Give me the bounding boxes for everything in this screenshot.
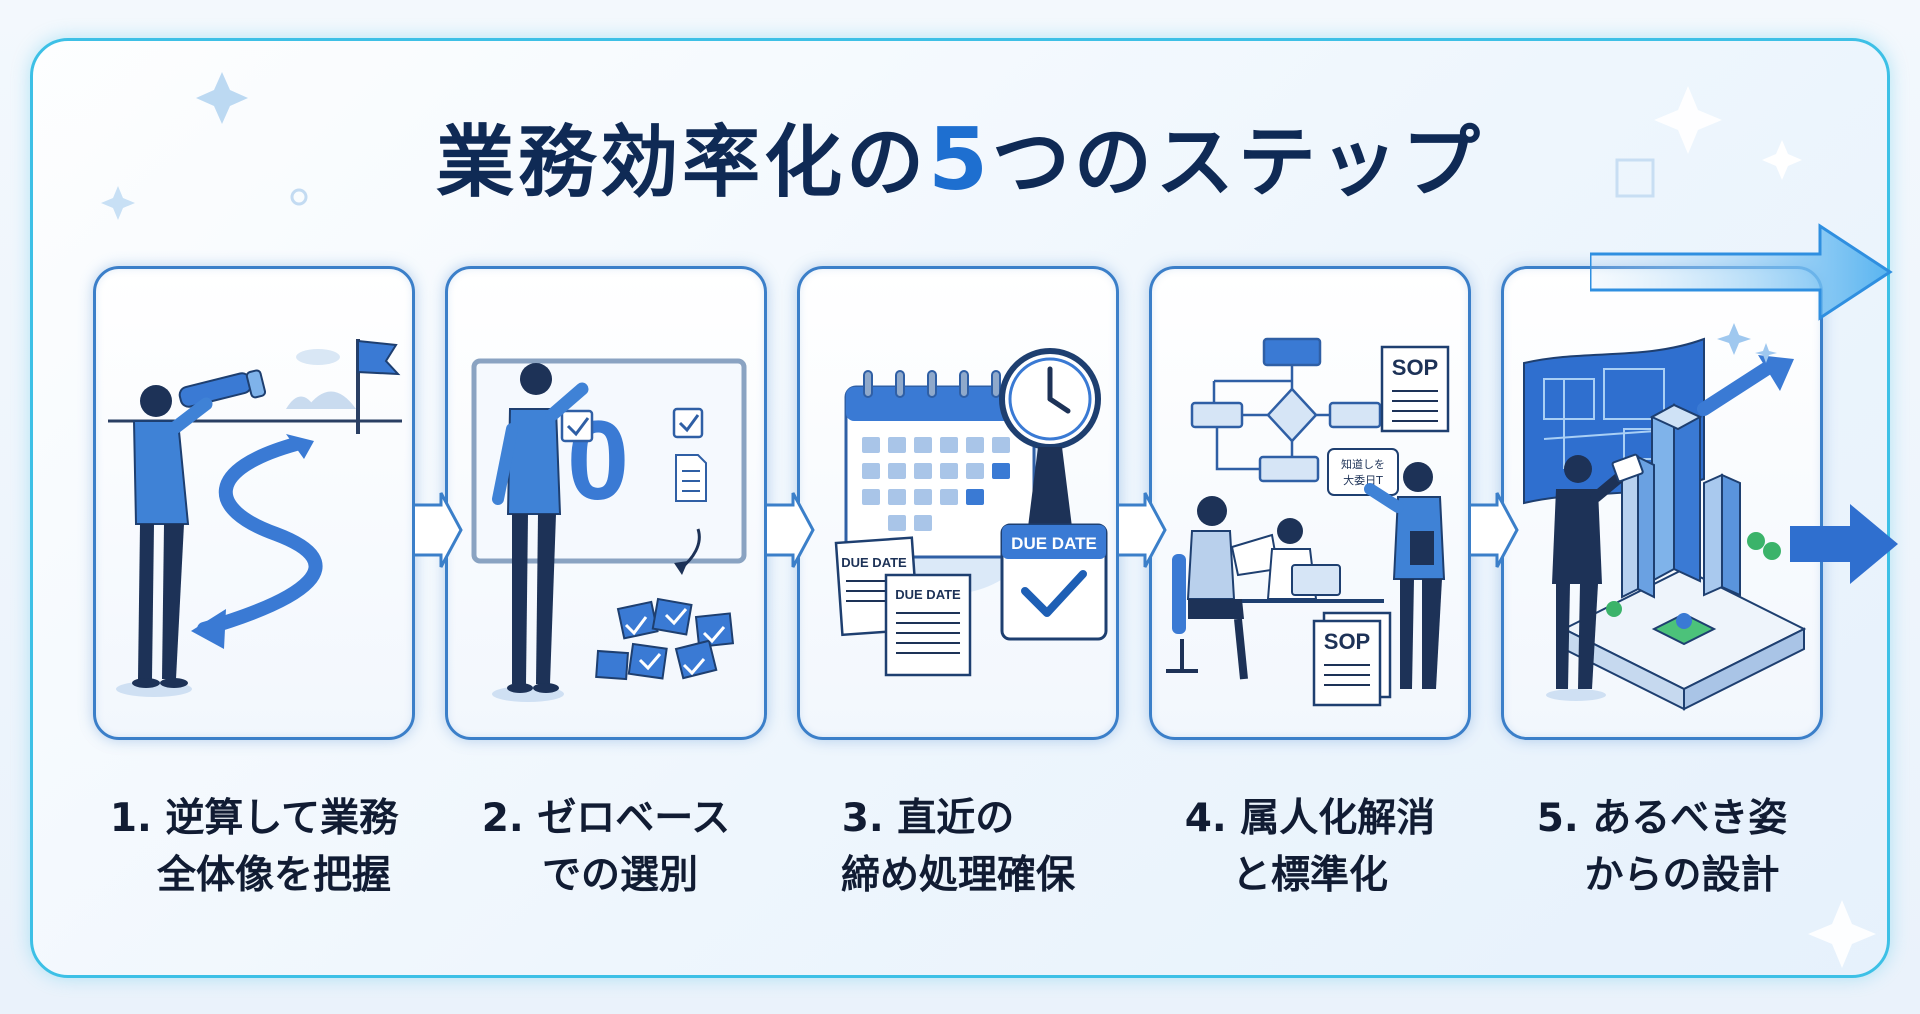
step-3-label-line-1: 3. 直近の [841,796,1015,841]
due-date-small-label-1: DUE DATE [841,555,907,570]
sop-document-label-2: SOP [1324,629,1370,654]
flowchart-team-illustration: SOP 知道しを 大委日T SOP [1166,337,1450,707]
arrow-connector-3-4 [1119,492,1167,568]
arrow-connector-4-5 [1471,492,1519,568]
telescope-illustration [108,339,402,697]
step-2-label-line-1: 2. ゼロベース [481,796,731,841]
step-5-label-line-1: 5. あるべき姿 [1536,796,1788,841]
step-3-label-line-2: 締め処理確保 [840,853,1075,898]
step-5-card [1501,266,1823,740]
whiteboard-illustration: 0 [471,358,747,702]
step-2-label: 2. ゼロベース での選別 [436,790,776,904]
step-1-label-line-2: 全体像を把握 [156,853,391,898]
side-arrow-icon [1790,504,1898,584]
step-4-label-line-1: 4. 属人化解消 [1184,796,1436,841]
sop-document-label-1: SOP [1392,355,1438,380]
due-date-small-label-2: DUE DATE [895,587,961,602]
step-5-label: 5. あるべき姿 からの設計 [1492,790,1832,904]
arrow-connector-2-3 [767,492,815,568]
title-prefix: 業務効率化の [436,118,929,208]
step-4-label: 4. 属人化解消 と標準化 [1140,790,1480,904]
step-1-card [93,266,415,740]
blueprint-city-illustration [1523,323,1807,711]
step-2-label-line-2: での選別 [541,853,698,898]
page-title: 業務効率化の5つのステップ [0,100,1920,212]
growth-arrow-icon [1590,223,1893,321]
arrow-connector-1-2 [415,492,463,568]
step-1-label: 1. 逆算して業務 全体像を把握 [84,790,424,904]
due-date-big-label: DUE DATE [1011,534,1097,553]
speech-bubble-line-2: 大委日T [1343,473,1383,487]
speech-bubble-line-1: 知道しを [1341,457,1385,471]
step-4-label-line-2: と標準化 [1231,853,1388,898]
step-5-label-line-2: からの設計 [1584,853,1780,898]
calendar-illustration: DUE DATE DUE DATE DUE DATE [834,348,1108,677]
step-3-card: DUE DATE DUE DATE DUE DATE [797,266,1119,740]
title-suffix: つのステップ [991,118,1484,208]
title-number: 5 [928,110,992,210]
step-3-label: 3. 直近の 締め処理確保 [788,790,1128,904]
step-4-card: SOP 知道しを 大委日T SOP [1149,266,1471,740]
step-1-label-line-1: 1. 逆算して業務 [109,796,399,841]
step-2-card: 0 [445,266,767,740]
